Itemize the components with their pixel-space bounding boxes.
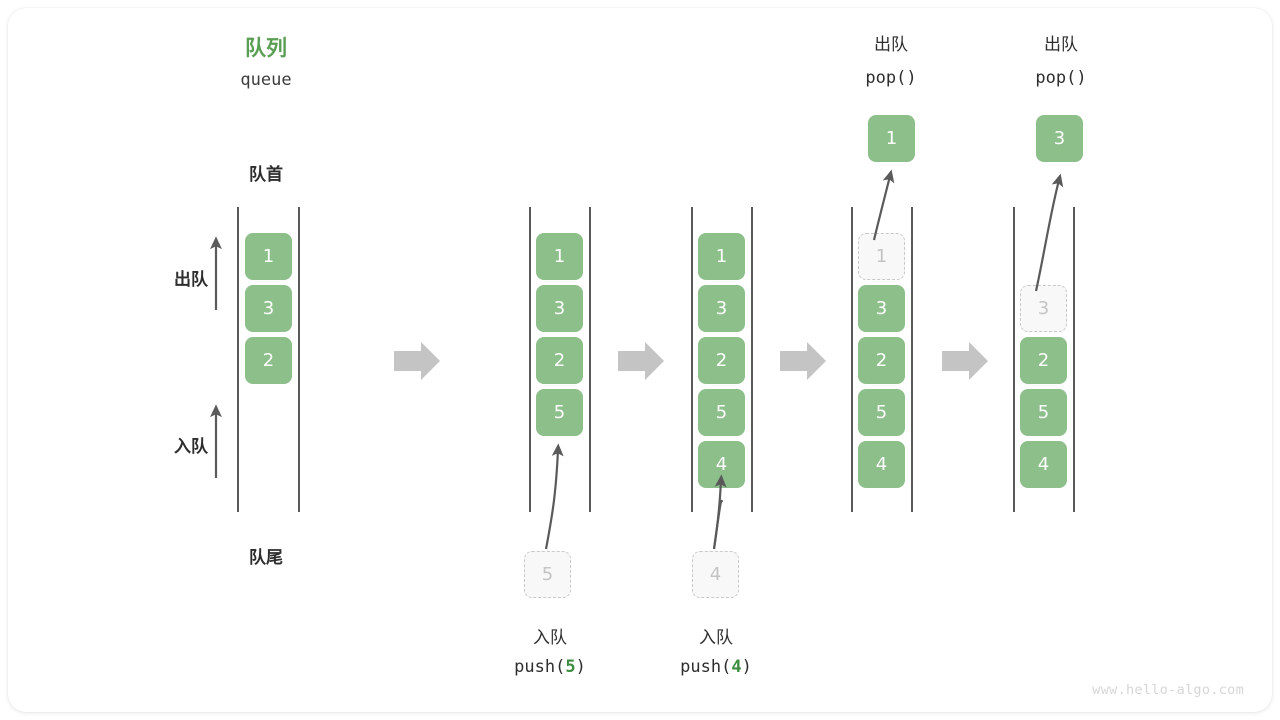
figure-card bbox=[8, 8, 1272, 712]
queue-rail-right bbox=[1073, 207, 1075, 512]
queue-cell: 2 bbox=[245, 337, 292, 384]
queue-cell-new: 5 bbox=[536, 389, 583, 436]
push-code-prefix: push( bbox=[514, 657, 566, 677]
queue-rail-left bbox=[237, 207, 239, 512]
queue-cell: 2 bbox=[858, 337, 905, 384]
queue-cell: 4 bbox=[1020, 441, 1067, 488]
queue-cell: 5 bbox=[698, 389, 745, 436]
push-code-suffix: ) bbox=[741, 657, 752, 677]
queue-cell: 3 bbox=[245, 285, 292, 332]
queue-rail-right bbox=[911, 207, 913, 512]
queue-cell: 2 bbox=[1020, 337, 1067, 384]
watermark: www.hello-algo.com bbox=[1092, 682, 1244, 698]
popped-value: 3 bbox=[1036, 115, 1083, 162]
pending-push-value: 4 bbox=[692, 551, 739, 598]
push-code-prefix: push( bbox=[680, 657, 732, 677]
queue-rail-left bbox=[851, 207, 853, 512]
queue-cell: 5 bbox=[1020, 389, 1067, 436]
figure-title-en: queue bbox=[240, 70, 292, 90]
enqueue-direction-label: 入队 bbox=[174, 437, 208, 457]
queue-cell: 3 bbox=[698, 285, 745, 332]
queue-cell: 3 bbox=[858, 285, 905, 332]
queue-rail-right bbox=[589, 207, 591, 512]
queue-rail-left bbox=[529, 207, 531, 512]
pop-caption-code: pop() bbox=[1035, 68, 1087, 88]
queue-cell: 3 bbox=[536, 285, 583, 332]
push-caption-cn: 入队 bbox=[533, 628, 567, 648]
pop-caption-cn: 出队 bbox=[1044, 35, 1078, 55]
queue-head-label: 队首 bbox=[249, 165, 283, 185]
queue-rail-left bbox=[1013, 207, 1015, 512]
dequeue-direction-label: 出队 bbox=[174, 270, 208, 290]
push-caption-cn: 入队 bbox=[699, 628, 733, 648]
queue-rail-right bbox=[298, 207, 300, 512]
push-code-arg: 5 bbox=[565, 657, 576, 677]
queue-rail-left bbox=[691, 207, 693, 512]
queue-cell: 1 bbox=[245, 233, 292, 280]
push-code-arg: 4 bbox=[731, 657, 742, 677]
queue-cell: 1 bbox=[698, 233, 745, 280]
queue-cell: 5 bbox=[858, 389, 905, 436]
queue-cell: 4 bbox=[858, 441, 905, 488]
queue-cell: 1 bbox=[536, 233, 583, 280]
pop-caption-code: pop() bbox=[865, 68, 917, 88]
queue-cell: 2 bbox=[536, 337, 583, 384]
queue-cell-removed: 3 bbox=[1020, 285, 1067, 332]
queue-cell: 2 bbox=[698, 337, 745, 384]
queue-cell-new: 4 bbox=[698, 441, 745, 488]
queue-cell-removed: 1 bbox=[858, 233, 905, 280]
queue-rail-right bbox=[751, 207, 753, 512]
push-caption-code: push(4) bbox=[641, 657, 791, 677]
popped-value: 1 bbox=[868, 115, 915, 162]
figure-title-cn: 队列 bbox=[245, 36, 287, 60]
push-caption-code: push(5) bbox=[475, 657, 625, 677]
queue-tail-label: 队尾 bbox=[249, 548, 283, 568]
pending-push-value: 5 bbox=[524, 551, 571, 598]
push-code-suffix: ) bbox=[575, 657, 586, 677]
pop-caption-cn: 出队 bbox=[874, 35, 908, 55]
